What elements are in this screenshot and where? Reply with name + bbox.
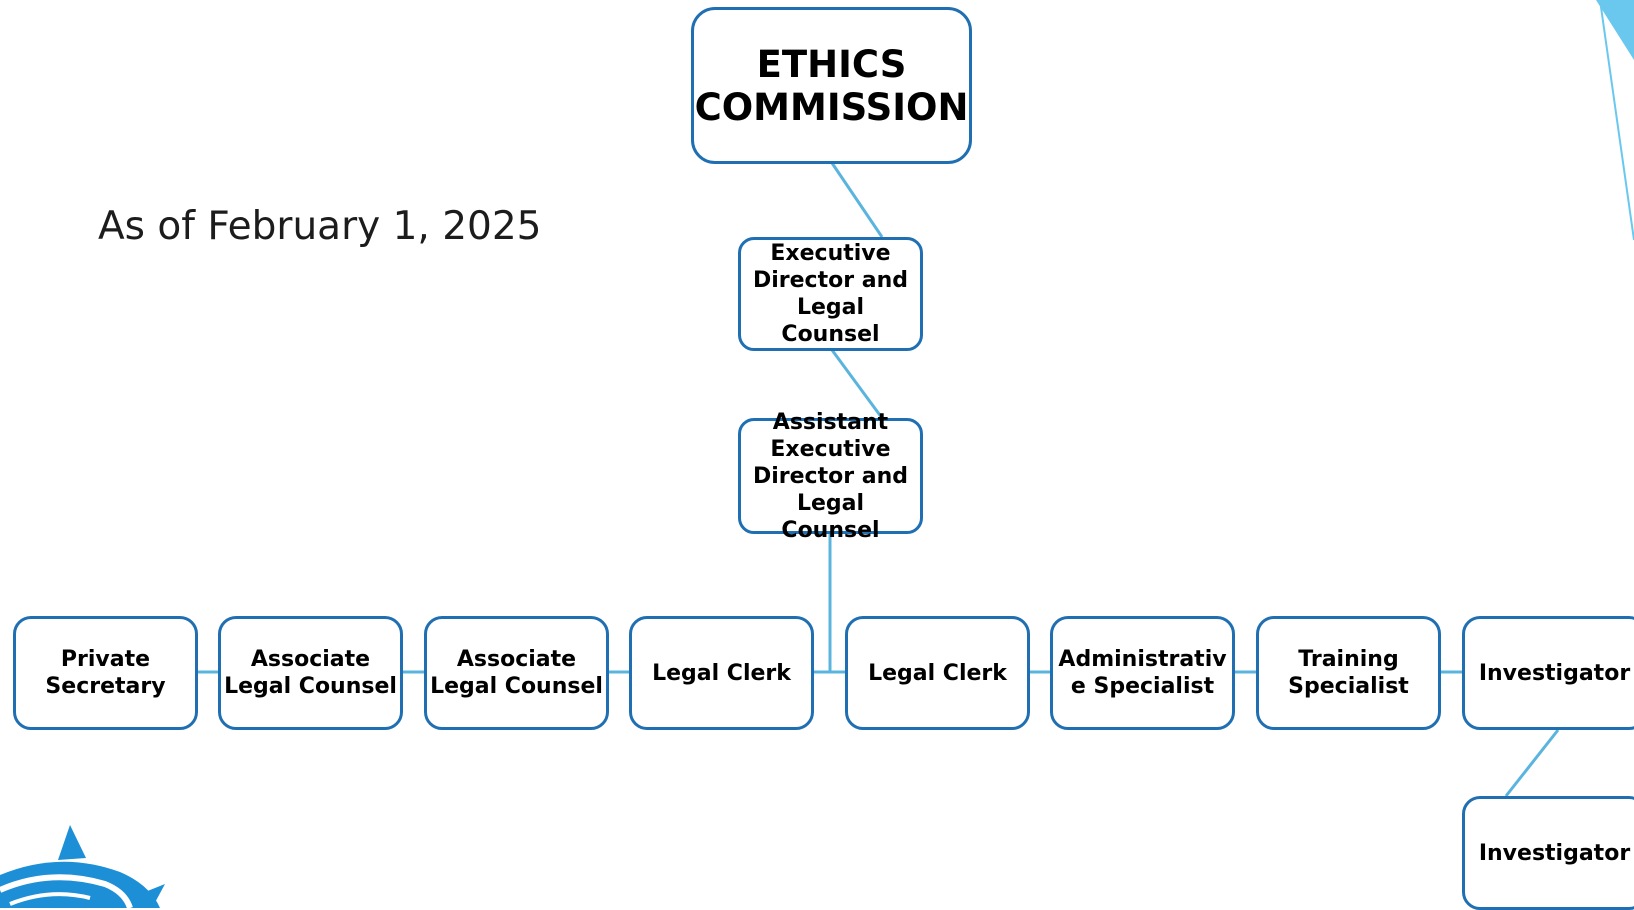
node-assistant-executive-director: Assistant Executive Director and Legal C… <box>738 410 923 543</box>
node-legal-clerk-2: Legal Clerk <box>845 616 1030 730</box>
node-legal-clerk-1: Legal Clerk <box>629 616 814 730</box>
node-investigator-1: Investigator <box>1462 616 1634 730</box>
as-of-date: As of February 1, 2025 <box>98 204 542 249</box>
node-label: Administrativ e Specialist <box>1058 647 1227 699</box>
node-private-secretary: Private Secretary <box>13 616 198 730</box>
node-label: Legal Clerk <box>868 660 1007 686</box>
node-investigator-2: Investigator <box>1462 796 1634 910</box>
node-label: Investigator <box>1478 840 1631 866</box>
node-assistant-executive-director-label: Assistant Executive Director and Legal C… <box>752 409 908 543</box>
connector-investigator-to-investigator <box>1504 729 1560 797</box>
node-associate-legal-counsel-2: Associate Legal Counsel <box>424 616 609 730</box>
connector-executive-to-assistant <box>830 349 884 419</box>
node-training-specialist: Training Specialist <box>1256 616 1441 730</box>
node-label: Private Secretary <box>45 647 166 699</box>
node-label: Associate Legal Counsel <box>224 647 397 699</box>
node-label: Legal Clerk <box>652 660 791 686</box>
node-executive-director: Executive Director and Legal Counsel <box>738 237 923 351</box>
node-label: Investigator <box>1478 660 1631 686</box>
connector-commission-to-executive <box>830 162 884 238</box>
node-executive-director-label: Executive Director and Legal Counsel <box>752 241 908 347</box>
node-label: Training Specialist <box>1288 647 1409 699</box>
node-associate-legal-counsel-1: Associate Legal Counsel <box>218 616 403 730</box>
node-administrative-specialist: Administrativ e Specialist <box>1050 616 1235 730</box>
node-ethics-commission-label: ETHICS COMMISSION <box>694 42 969 129</box>
node-ethics-commission: ETHICS COMMISSION <box>691 7 972 164</box>
node-label: Associate Legal Counsel <box>430 647 603 699</box>
